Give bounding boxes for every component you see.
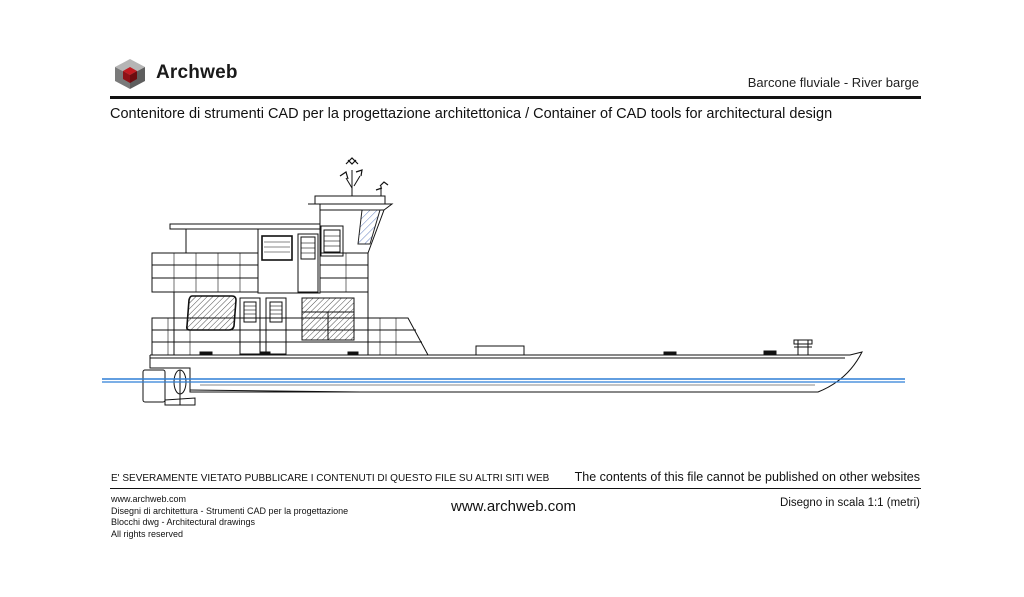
footer-line[interactable]: www.archweb.com xyxy=(111,494,187,504)
footer-website-link[interactable]: www.archweb.com xyxy=(451,498,577,515)
archweb-logo-icon xyxy=(115,59,145,89)
header-divider xyxy=(110,96,921,99)
rooftop-plants xyxy=(339,157,389,196)
footer-divider xyxy=(110,488,921,489)
tagline: Contenitore di strumenti CAD per la prog… xyxy=(110,106,833,122)
hull xyxy=(149,351,863,393)
footer-line: All rights reserved xyxy=(111,528,184,539)
river-barge-drawing xyxy=(102,157,905,406)
waterline xyxy=(102,378,905,383)
copyright-notice-italian: E' SEVERAMENTE VIETATO PUBBLICARE I CONT… xyxy=(111,473,550,484)
drawing-title: Barcone fluviale - River barge xyxy=(747,75,919,90)
wheelhouse xyxy=(308,195,394,257)
lower-deck xyxy=(151,291,429,356)
rudder xyxy=(142,369,196,406)
footer-line: Disegni di architettura - Strumenti CAD … xyxy=(111,505,349,516)
upper-deck xyxy=(151,223,369,294)
drawing-scale: Disegno in scala 1:1 (metri) xyxy=(780,497,920,509)
brand-name[interactable]: Archweb xyxy=(156,62,238,83)
footer-info: www.archweb.com Disegni di architettura … xyxy=(111,494,348,540)
footer-line: Blocchi dwg - Architectural drawings xyxy=(111,517,256,527)
copyright-notice-english: The contents of this file cannot be publ… xyxy=(574,470,920,484)
deck-fittings xyxy=(199,339,813,356)
